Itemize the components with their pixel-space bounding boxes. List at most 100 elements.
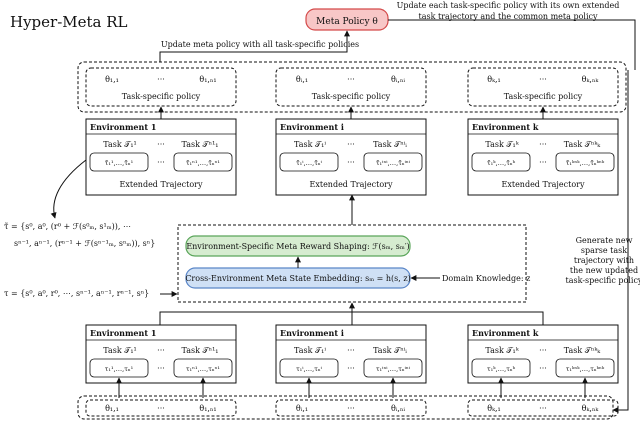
- domain-knowledge-label: Domain Knowledge: z: [442, 274, 530, 283]
- env-bottom-task-right-0: Task 𝒯ⁿ¹₁: [182, 346, 219, 355]
- bottom-policy-right-0: θ₁,ₙ₁: [199, 404, 216, 413]
- env-bottom-traj-left-box-0: [89, 358, 149, 378]
- bottom-policy-ellipsis-2: ···: [539, 404, 547, 413]
- policy-label-1: Task-specific policy: [312, 92, 391, 101]
- extended-trajectory-eq-line2: sⁿ⁻¹, aⁿ⁻¹, (rⁿ⁻¹ + ℱ(sⁿ⁻¹ₘ, sⁿₘ)), sⁿ}: [14, 239, 155, 248]
- bottom-policy-ellipsis-0: ···: [157, 404, 165, 413]
- env-bottom-box-1: [275, 324, 427, 384]
- env-top-traj-right-box-1: [363, 152, 423, 172]
- right-note-line3: trajectory with: [574, 256, 634, 265]
- bottom-policy-group-2: [467, 399, 619, 417]
- env-bottom-task-right-2: Task 𝒯ⁿᵏₖ: [564, 346, 601, 355]
- env-top-task-right-2: Task 𝒯ⁿᵏₖ: [564, 140, 601, 149]
- env-bottom-traj-left-1: τ₁ⁱ,…,τₙⁱ: [296, 365, 323, 373]
- right-side-note: Generate new sparse task trajectory with…: [566, 236, 640, 285]
- env-top-traj-right-0: τ̃₁ⁿ¹,…,τ̃ₙⁿ¹: [186, 158, 220, 167]
- bottom-policy-right-1: θᵢ,ₙᵢ: [391, 404, 405, 413]
- note-update-meta: Update meta policy with all task-specifi…: [161, 40, 359, 49]
- env-top-traj-left-box-2: [471, 152, 531, 172]
- env-top-traj-right-1: τ̃₁ⁱⁿⁱ,…,τ̃ₙⁱⁿⁱ: [376, 158, 411, 167]
- policy-left-0: θ₁,₁: [105, 75, 119, 84]
- env-top-traj-left-box-0: [89, 152, 149, 172]
- env-top-footer-2: Extended Trajectory: [502, 180, 585, 189]
- state-embedding-label: Cross-Environment Meta State Embedding: …: [185, 274, 410, 283]
- bottom-envs-to-module-connector: [159, 302, 355, 325]
- policies-to-meta-connector: [159, 30, 350, 62]
- reward-shaping-box: [185, 235, 411, 257]
- env-top-name-2: Environment k: [472, 122, 539, 132]
- top-policy-band: [77, 61, 627, 113]
- policy-ellipsis-0: ···: [157, 75, 165, 84]
- env-bottom-task-left-1: Task 𝒯₁ⁱ: [294, 346, 326, 355]
- policy-right-2: θₖ,ₙₖ: [582, 75, 600, 84]
- right-note-line1: Generate new: [576, 236, 633, 245]
- bottom-policy-ellipsis-1: ···: [347, 404, 355, 413]
- env-top-ellipsis-2: ···: [539, 140, 547, 149]
- env-bottom-traj-right-0: τ₁ⁿ¹,…,τₙⁿ¹: [186, 365, 220, 373]
- env-bottom-ellipsis-1: ···: [347, 346, 355, 355]
- meta-to-right-connector: [388, 19, 636, 70]
- reward-shaping-label: Environment-Specific Meta Reward Shaping…: [186, 242, 409, 251]
- env-bottom-ellipsis-2: ···: [539, 346, 547, 355]
- policy-right-1: θᵢ,ₙᵢ: [391, 75, 405, 84]
- env-bottom-traj-right-box-1: [363, 358, 423, 378]
- bottom-env-k-up-line: [352, 311, 544, 325]
- env-bottom-task-left-2: Task 𝒯₁ᵏ: [485, 346, 519, 355]
- env-top-footer-0: Extended Trajectory: [120, 180, 203, 189]
- right-note-line5: task-specific policy: [566, 276, 640, 285]
- meta-module-box: [177, 224, 527, 303]
- right-note-line2: sparse task: [581, 246, 627, 255]
- env-bottom-traj-left-2: τ₁ᵏ,…,τₙᵏ: [487, 365, 516, 373]
- env-bottom-traj-right-box-2: [555, 358, 615, 378]
- env-top-name-1: Environment i: [280, 122, 344, 132]
- bottom-policy-left-0: θ₁,₁: [105, 404, 119, 413]
- env-bottom-name-1: Environment i: [280, 328, 344, 338]
- env-bottom-traj-ellipsis-2: ···: [539, 364, 547, 373]
- env-bottom-name-0: Environment 1: [90, 328, 156, 338]
- policy-label-0: Task-specific policy: [122, 92, 201, 101]
- env-bottom-traj-left-box-1: [279, 358, 339, 378]
- env-top-task-left-2: Task 𝒯₁ᵏ: [485, 140, 519, 149]
- env-bottom-name-2: Environment k: [472, 328, 539, 338]
- diagram-title: Hyper-Meta RL: [10, 13, 128, 31]
- env-top-box-2: [467, 118, 619, 196]
- bottom-policy-group-1: [275, 399, 427, 417]
- env-top-ellipsis-1: ···: [347, 140, 355, 149]
- env-bottom-traj-ellipsis-1: ···: [347, 364, 355, 373]
- env-top-box-0: [85, 118, 237, 196]
- env-bottom-traj-right-box-0: [173, 358, 233, 378]
- bottom-policy-left-2: θₖ,₁: [487, 404, 500, 413]
- env-bottom-traj-ellipsis-0: ···: [157, 364, 165, 373]
- policy-left-2: θₖ,₁: [487, 75, 500, 84]
- env1-to-eq-curve: [50, 159, 87, 219]
- env-bottom-task-right-1: Task 𝒯ⁿⁱᵢ: [373, 346, 407, 355]
- env-top-traj-right-box-0: [173, 152, 233, 172]
- policy-group-2: [467, 67, 619, 107]
- policy-group-0: [85, 67, 237, 107]
- meta-policy-label: Meta Policy θ: [316, 17, 378, 27]
- bottom-policy-left-1: θᵢ,₁: [296, 404, 308, 413]
- env-top-traj-left-1: τ̃₁ⁱ,…,τ̃ₙⁱ: [296, 158, 323, 167]
- env-top-traj-left-2: τ̃₁ᵏ,…,τ̃ₙᵏ: [487, 158, 516, 167]
- note-update-each-line2: task trajectory and the common meta poli…: [418, 12, 597, 21]
- env-top-task-right-1: Task 𝒯ⁿⁱᵢ: [373, 140, 407, 149]
- policy-group-1: [275, 67, 427, 107]
- bottom-policy-group-0: [85, 399, 237, 417]
- env-bottom-traj-right-1: τ₁ⁱⁿⁱ,…,τₙⁱⁿⁱ: [376, 365, 411, 373]
- extended-trajectory-eq-line1: τ̃ = {s⁰, a⁰, (r⁰ + ℱ(s⁰ₘ, s¹ₘ)), ⋯: [4, 222, 131, 231]
- policy-right-0: θ₁,ₙ₁: [199, 75, 216, 84]
- note-update-each-line1: Update each task-specific policy with it…: [397, 1, 620, 10]
- env-bottom-box-0: [85, 324, 237, 384]
- env-top-traj-ellipsis-1: ···: [347, 158, 355, 167]
- right-note-line4: the new updated: [570, 266, 638, 275]
- env-bottom-traj-right-2: τ₁ᵏⁿᵏ,…,τₙᵏⁿᵏ: [566, 365, 605, 373]
- env-top-name-0: Environment 1: [90, 122, 156, 132]
- env-top-traj-right-2: τ̃₁ᵏⁿᵏ,…,τ̃ₙᵏⁿᵏ: [566, 158, 605, 167]
- env-bottom-box-2: [467, 324, 619, 384]
- env-top-traj-left-0: τ̃₁¹,…,τ̃ₙ¹: [105, 158, 134, 167]
- env-top-traj-right-box-2: [555, 152, 615, 172]
- env-bottom-ellipsis-0: ···: [157, 346, 165, 355]
- policy-ellipsis-1: ···: [347, 75, 355, 84]
- env-top-ellipsis-0: ···: [157, 140, 165, 149]
